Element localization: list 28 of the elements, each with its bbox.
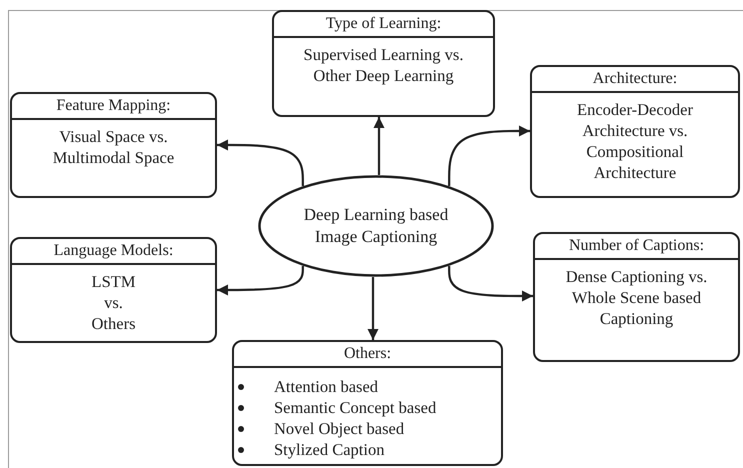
list-item: Semantic Concept based — [274, 397, 436, 418]
list-item: Attention based — [274, 376, 378, 397]
list-item: Novel Object based — [274, 418, 404, 439]
list-item: Stylized Caption — [274, 439, 384, 460]
topic-text: Deep Learning based Image Captioning — [302, 204, 450, 248]
category-box — [10, 92, 217, 198]
box-heading: Others: — [234, 342, 501, 368]
category-box — [533, 232, 740, 362]
box-heading: Feature Mapping: — [12, 94, 215, 120]
box-heading: Language Models: — [12, 239, 215, 265]
box-body-text: Visual Space vs. Multimodal Space — [52, 126, 176, 168]
box-body-text: Dense Captioning vs. Whole Scene based Captioning — [564, 266, 708, 329]
arrow — [217, 266, 304, 296]
box-body-text: Supervised Learning vs. Other Deep Learning — [302, 44, 464, 86]
box-heading: Type of Learning: — [274, 12, 493, 38]
category-box — [10, 237, 217, 343]
arrow — [368, 276, 378, 340]
box-heading: Architecture: — [532, 67, 738, 93]
box-body-text: Encoder-Decoder Architecture vs. Compositional Architecture — [576, 99, 694, 183]
box-heading: Number of Captions: — [535, 234, 738, 260]
box-body-text: LSTM vs. Others — [90, 271, 136, 334]
category-box — [232, 340, 503, 466]
arrow — [374, 117, 384, 176]
category-box — [530, 65, 740, 198]
category-box — [272, 10, 495, 117]
arrow — [448, 266, 533, 302]
arrow — [448, 126, 530, 186]
arrow — [217, 140, 304, 186]
